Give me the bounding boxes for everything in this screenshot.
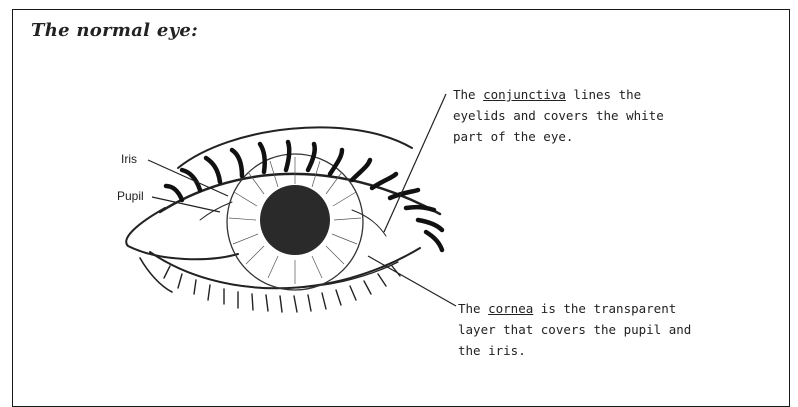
cornea-leader-line xyxy=(368,256,456,306)
lower-lid-inner xyxy=(178,262,398,288)
lower-eyelid xyxy=(150,248,420,288)
sclera-line-2 xyxy=(352,210,386,236)
eye-corner-outline xyxy=(126,208,238,259)
pupil xyxy=(260,185,330,255)
